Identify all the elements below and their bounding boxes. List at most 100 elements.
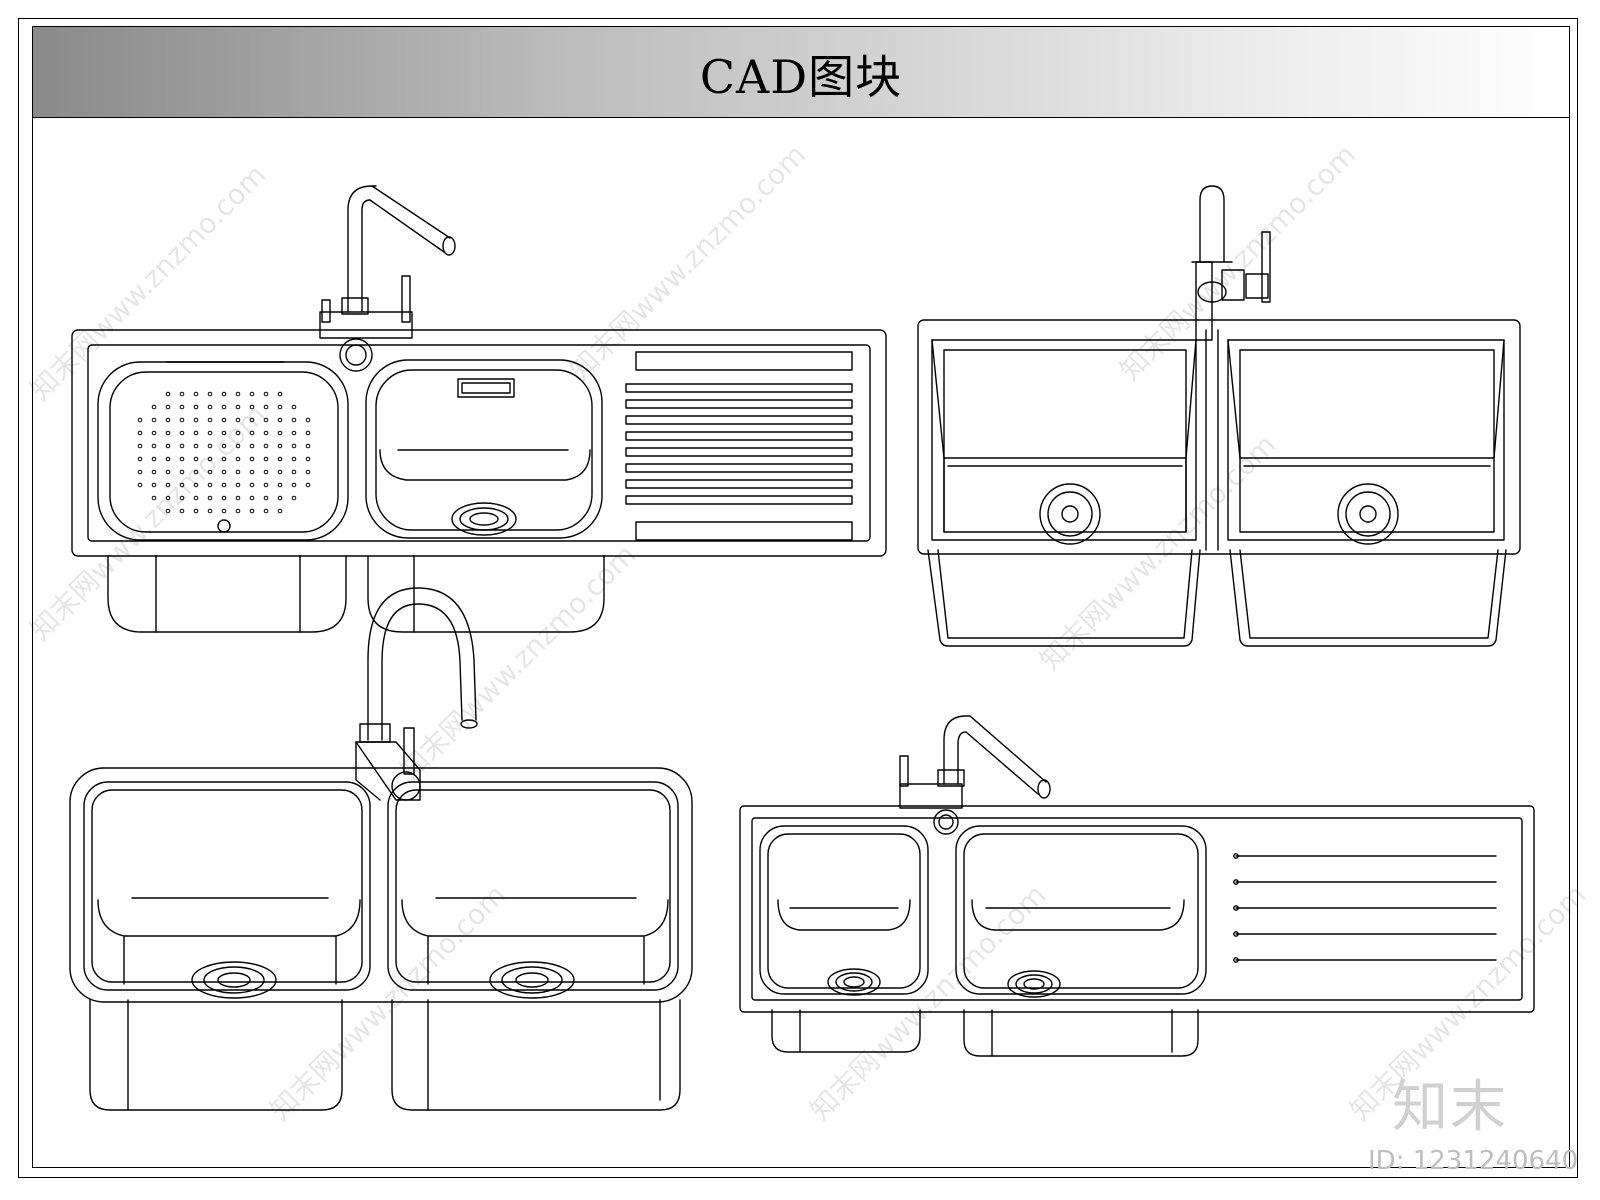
- drainboard-rib: [625, 415, 853, 425]
- strainer-hole: [291, 404, 297, 410]
- strainer-hole: [165, 482, 171, 488]
- strainer-hole: [305, 482, 311, 488]
- drainboard-rib: [625, 399, 853, 409]
- strainer-hole: [137, 417, 143, 423]
- strainer-hole: [305, 417, 311, 423]
- strainer-hole: [207, 508, 213, 514]
- strainer-hole: [137, 482, 143, 488]
- strainer-hole: [221, 495, 227, 501]
- strainer-hole: [291, 417, 297, 423]
- strainer-hole: [207, 456, 213, 462]
- strainer-hole: [277, 508, 283, 514]
- sink-block-2: [917, 185, 1521, 647]
- strainer-hole: [221, 417, 227, 423]
- strainer-hole: [291, 495, 297, 501]
- strainer-hole: [305, 456, 311, 462]
- drain-1: [451, 502, 517, 536]
- strainer-hole: [235, 482, 241, 488]
- strainer-hole: [179, 430, 185, 436]
- strainer-hole: [277, 417, 283, 423]
- strainer-hole: [221, 443, 227, 449]
- strainer-hole: [235, 391, 241, 397]
- strainer-hole: [277, 391, 283, 397]
- drainboard-line-end: [1233, 879, 1239, 885]
- faucet-2: [1191, 185, 1271, 341]
- strainer-hole: [249, 456, 255, 462]
- drainboard-lines: [1233, 853, 1497, 963]
- strainer-hole: [235, 508, 241, 514]
- strainer-hole: [305, 443, 311, 449]
- strainer-hole: [193, 391, 199, 397]
- strainer-hole: [235, 430, 241, 436]
- strainer-hole: [193, 482, 199, 488]
- strainer-hole: [249, 391, 255, 397]
- strainer-hole: [137, 443, 143, 449]
- strainer-hole: [235, 443, 241, 449]
- strainer-hole: [151, 443, 157, 449]
- strainer-hole: [193, 508, 199, 514]
- strainer-hole: [207, 482, 213, 488]
- strainer-hole: [165, 456, 171, 462]
- strainer-hole: [221, 508, 227, 514]
- strainer-hole: [263, 508, 269, 514]
- strainer-hole: [179, 404, 185, 410]
- drainboard-rib: [625, 479, 853, 489]
- strainer-hole: [179, 417, 185, 423]
- strainer-hole: [137, 430, 143, 436]
- strainer-hole: [165, 391, 171, 397]
- strainer-hole: [193, 469, 199, 475]
- strainer-hole: [165, 469, 171, 475]
- drain-5: [489, 961, 575, 999]
- strainer-hole: [207, 391, 213, 397]
- strainer-hole: [193, 495, 199, 501]
- faucet-3: [355, 587, 478, 801]
- strainer-hole: [291, 482, 297, 488]
- drain-2: [1039, 483, 1101, 545]
- strainer-hole: [179, 391, 185, 397]
- drainboard-line-end: [1233, 905, 1239, 911]
- drainboard-rib: [625, 447, 853, 457]
- strainer-hole: [249, 430, 255, 436]
- strainer-hole: [221, 391, 227, 397]
- strainer-hole: [207, 443, 213, 449]
- strainer-hole: [277, 443, 283, 449]
- strainer-hole: [165, 443, 171, 449]
- strainer-hole: [165, 404, 171, 410]
- outer-frame: [18, 18, 1578, 1178]
- drain-7: [1007, 970, 1061, 998]
- drain-6: [827, 968, 881, 996]
- strainer-hole: [235, 456, 241, 462]
- strainer-hole: [263, 469, 269, 475]
- strainer-hole: [221, 430, 227, 436]
- strainer-hole: [193, 456, 199, 462]
- strainer-hole: [235, 404, 241, 410]
- drainboard-rib: [625, 463, 853, 473]
- strainer-hole: [277, 495, 283, 501]
- strainer-hole: [263, 482, 269, 488]
- strainer-hole: [277, 430, 283, 436]
- strainer-hole: [137, 456, 143, 462]
- strainer-hole: [249, 404, 255, 410]
- strainer-hole: [277, 469, 283, 475]
- strainer-hole: [207, 417, 213, 423]
- strainer-hole: [151, 404, 157, 410]
- strainer-hole: [151, 430, 157, 436]
- strainer-hole: [305, 430, 311, 436]
- strainer-holes: [137, 391, 311, 514]
- strainer-hole: [207, 495, 213, 501]
- faucet-4: [899, 715, 1051, 835]
- drainboard-line-end: [1233, 931, 1239, 937]
- strainer-hole: [263, 495, 269, 501]
- drain-4: [191, 961, 277, 999]
- strainer-hole: [249, 482, 255, 488]
- strainer-hole: [291, 443, 297, 449]
- strainer-hole: [151, 469, 157, 475]
- drainboard-line-end: [1233, 957, 1239, 963]
- strainer-hole: [179, 456, 185, 462]
- title-band: CAD图块: [32, 26, 1570, 118]
- strainer-hole: [179, 495, 185, 501]
- strainer-hole: [165, 495, 171, 501]
- strainer-hole: [221, 404, 227, 410]
- strainer-hole: [151, 495, 157, 501]
